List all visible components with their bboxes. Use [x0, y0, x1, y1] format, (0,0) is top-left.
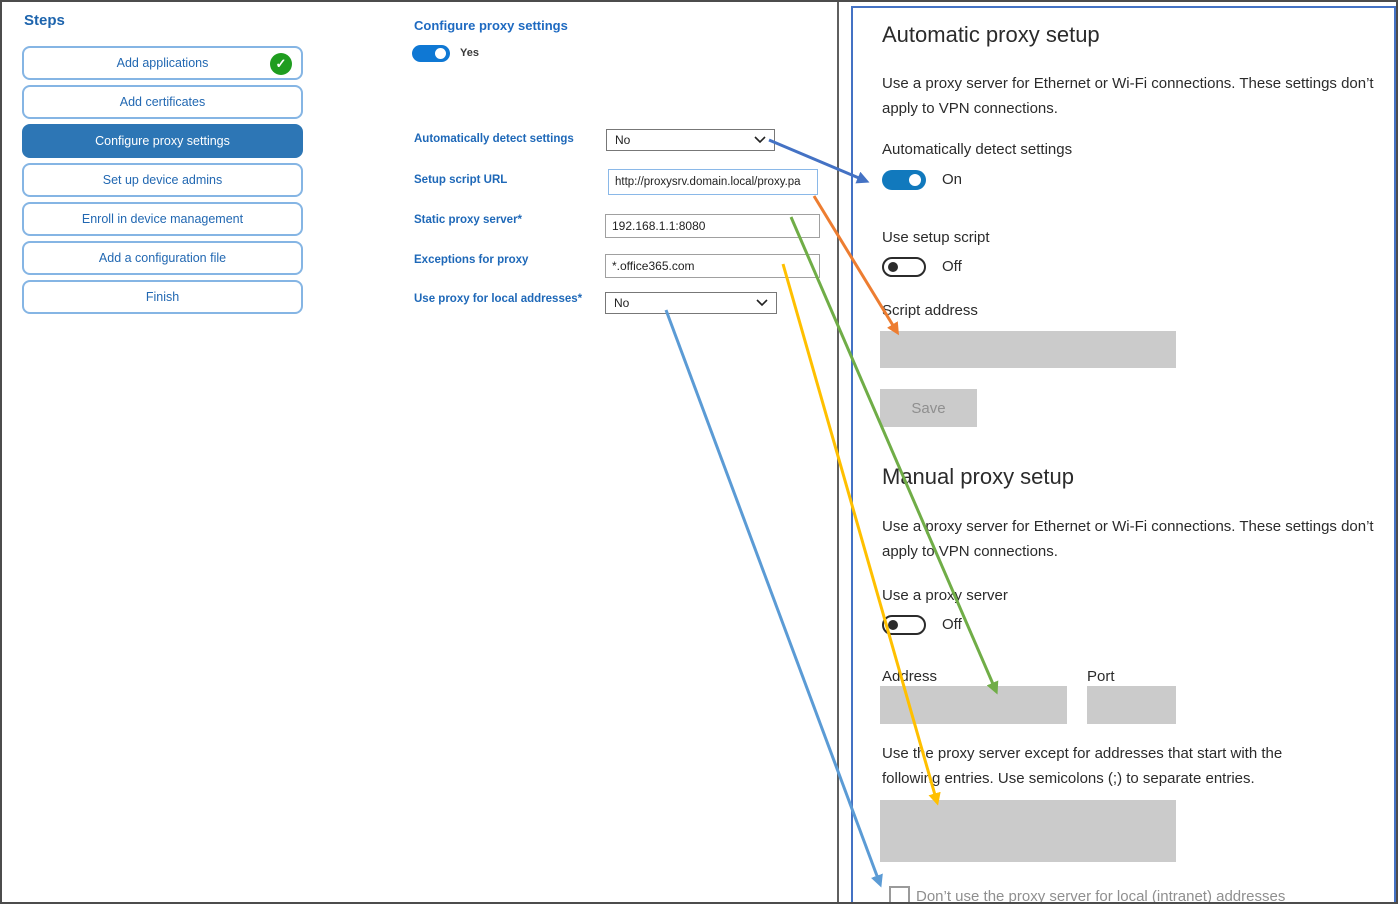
steps-heading: Steps [24, 12, 65, 29]
sidebar-item-set-up-device-admins[interactable]: Set up device admins [22, 163, 303, 197]
sidebar-item-label: Finish [145, 290, 180, 304]
use-proxy-server-state: Off [942, 616, 962, 633]
sidebar-item-label: Add applications [116, 56, 209, 70]
use-setup-script-toggle[interactable] [882, 257, 926, 277]
column-divider [837, 2, 839, 902]
auto-detect-state: On [942, 171, 963, 188]
exceptions-for-proxy-input[interactable] [605, 254, 820, 278]
static-proxy-server-label: Static proxy server* [414, 214, 523, 226]
chevron-down-icon [756, 299, 768, 307]
use-setup-script-state: Off [942, 258, 962, 275]
setup-script-url-label: Setup script URL [414, 174, 508, 186]
toggle-knob [888, 262, 898, 272]
proxy-exceptions-textarea [880, 800, 1176, 862]
use-proxy-server-label: Use a proxy server [882, 587, 1008, 604]
sidebar-item-add-applications[interactable]: Add applications ✓ [22, 46, 303, 80]
arrow-localaddresses-to-checkbox [664, 309, 883, 888]
sidebar-item-finish[interactable]: Finish [22, 280, 303, 314]
sidebar-item-enroll-in-device-management[interactable]: Enroll in device management [22, 202, 303, 236]
configure-proxy-toggle-label: Yes [460, 47, 479, 59]
proxy-exceptions-help-text: Use the proxy server except for addresse… [882, 745, 1283, 787]
manual-proxy-setup-heading: Manual proxy setup [882, 464, 1074, 489]
sidebar-item-label: Configure proxy settings [95, 134, 230, 148]
configure-proxy-toggle[interactable] [412, 45, 450, 62]
auto-detect-label: Automatically detect settings [882, 141, 1073, 158]
local-addresses-select[interactable]: No [605, 292, 777, 314]
detect-settings-label: Automatically detect settings [414, 133, 574, 145]
sidebar-item-add-certificates[interactable]: Add certificates [22, 85, 303, 119]
static-proxy-server-input[interactable] [605, 214, 820, 238]
detect-settings-select[interactable]: No [606, 129, 775, 151]
setup-script-url-input[interactable] [608, 169, 818, 195]
port-input [1087, 686, 1176, 724]
manual-proxy-description: Use a proxy server for Ethernet or Wi-Fi… [882, 518, 1374, 560]
address-label: Address [882, 668, 938, 685]
auto-detect-toggle[interactable] [882, 170, 926, 190]
local-intranet-checkbox-label: Don’t use the proxy server for local (in… [916, 888, 1286, 904]
sidebar-item-configure-proxy-settings[interactable]: Configure proxy settings [22, 124, 303, 158]
completed-check-icon: ✓ [270, 53, 292, 75]
sidebar-item-label: Add a configuration file [98, 251, 227, 265]
exceptions-for-proxy-label: Exceptions for proxy [414, 254, 529, 266]
automatic-proxy-setup-heading: Automatic proxy setup [882, 22, 1100, 47]
page-title: Configure proxy settings [414, 18, 568, 33]
sidebar-item-label: Set up device admins [102, 173, 223, 187]
use-proxy-server-toggle[interactable] [882, 615, 926, 635]
sidebar-item-add-a-configuration-file[interactable]: Add a configuration file [22, 241, 303, 275]
address-input [880, 686, 1067, 724]
chevron-down-icon [754, 136, 766, 144]
detect-settings-value: No [615, 133, 631, 147]
script-address-label: Script address [882, 302, 978, 319]
toggle-knob [888, 620, 898, 630]
toggle-knob [435, 48, 446, 59]
use-setup-script-label: Use setup script [882, 229, 990, 246]
windows-proxy-settings-panel: Automatic proxy setup Use a proxy server… [851, 6, 1396, 904]
port-label: Port [1087, 668, 1115, 685]
sidebar-item-label: Add certificates [119, 95, 206, 109]
save-button: Save [880, 389, 977, 427]
toggle-knob [909, 174, 921, 186]
local-addresses-value: No [614, 296, 630, 310]
local-addresses-label: Use proxy for local addresses* [414, 293, 583, 305]
automatic-proxy-description: Use a proxy server for Ethernet or Wi-Fi… [882, 75, 1374, 117]
local-intranet-checkbox[interactable] [889, 886, 910, 902]
sidebar-item-label: Enroll in device management [81, 212, 244, 226]
script-address-input [880, 331, 1176, 368]
